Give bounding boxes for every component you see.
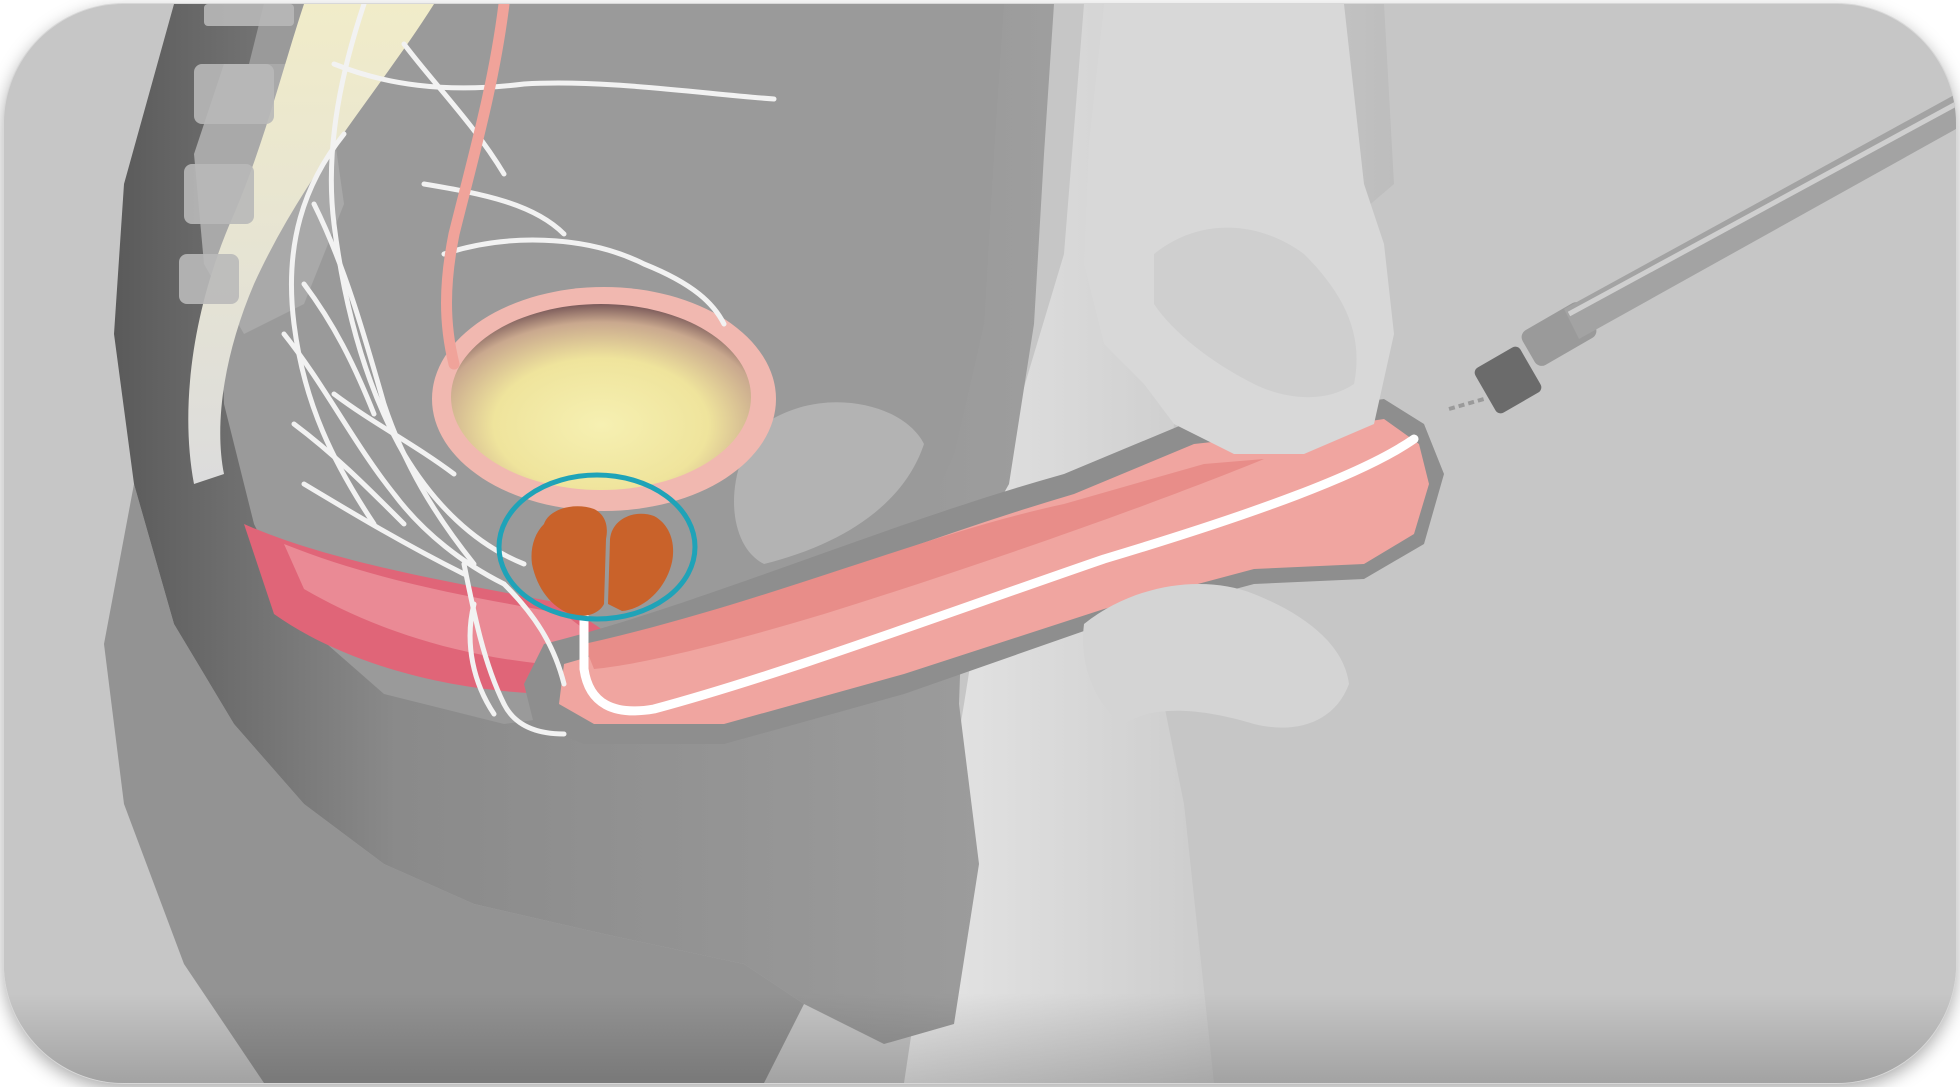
anatomy-illustration [4, 4, 1956, 1083]
bladder-contents [451, 304, 751, 490]
illustration-frame [4, 4, 1956, 1083]
